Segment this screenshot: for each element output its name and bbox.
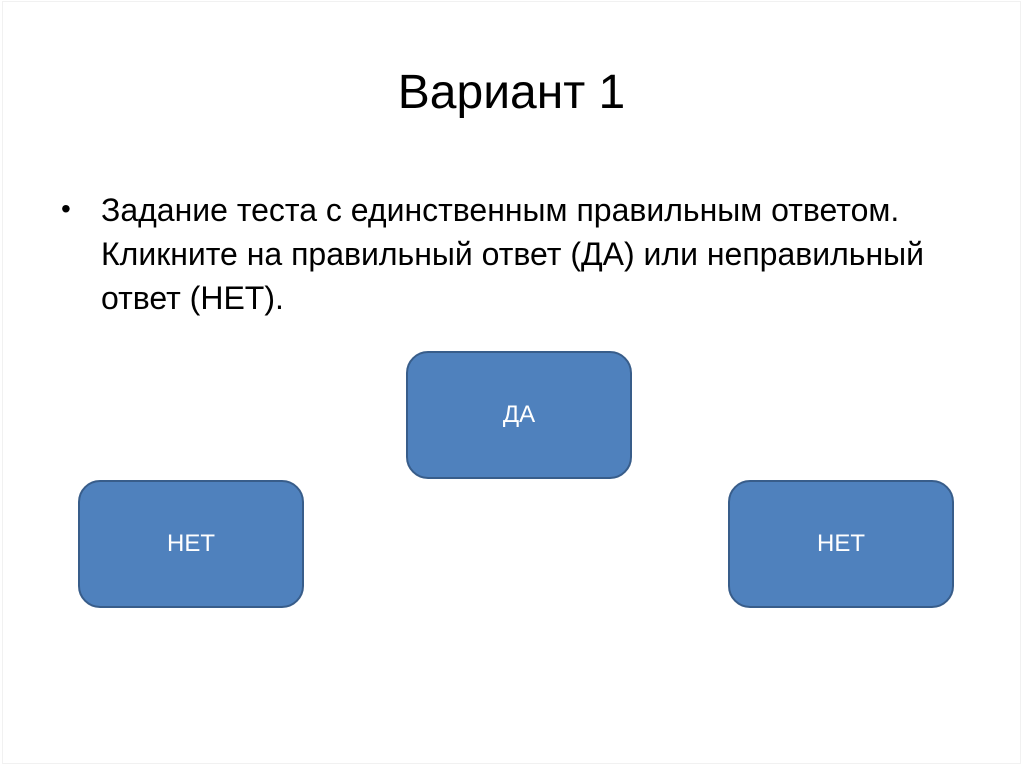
bullet-item: • Задание теста с единственным правильны… [61, 188, 961, 320]
task-instructions: Задание теста с единственным правильным … [101, 192, 925, 316]
answer-yes-button[interactable]: ДА [406, 351, 632, 479]
answer-no-left-button[interactable]: НЕТ [78, 480, 304, 608]
answer-no-left-label: НЕТ [167, 530, 215, 557]
answer-no-right-button[interactable]: НЕТ [728, 480, 954, 608]
bullet-list: • Задание теста с единственным правильны… [61, 188, 961, 320]
answer-yes-label: ДА [502, 401, 536, 428]
bullet-icon: • [61, 193, 71, 224]
slide-title: Вариант 1 [397, 66, 626, 119]
answer-no-right-label: НЕТ [817, 530, 865, 557]
